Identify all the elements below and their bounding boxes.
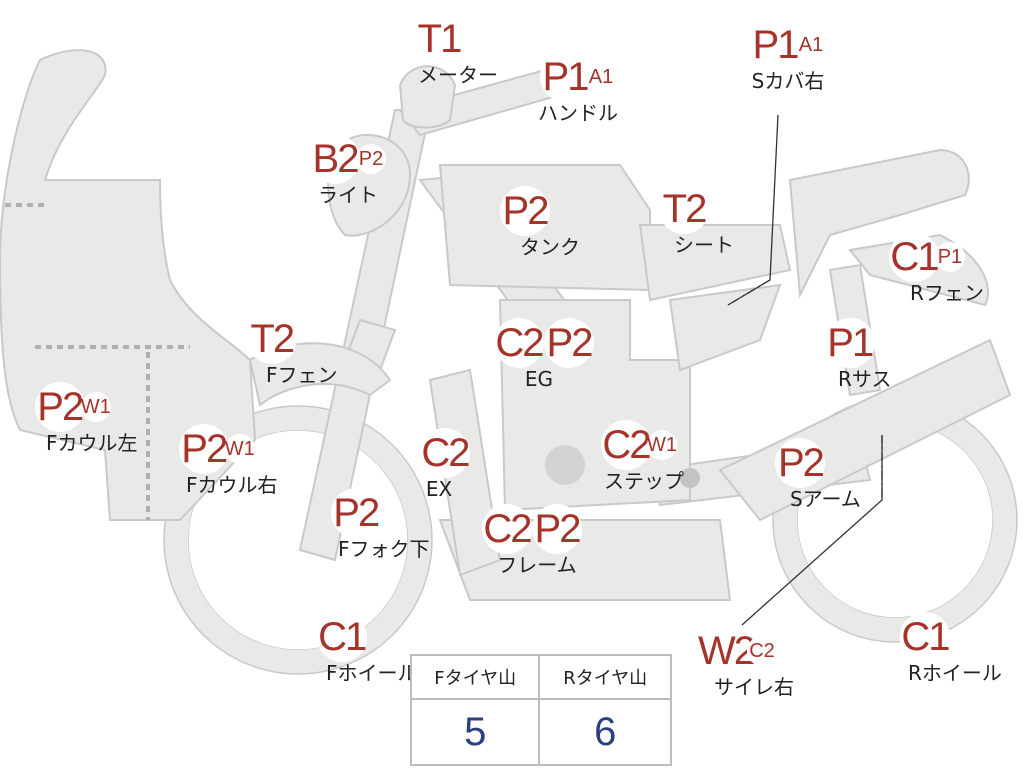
rear-tire-value: 6: [538, 698, 672, 766]
part-rear-fender[interactable]: C1 P1 Rフェン: [870, 232, 984, 304]
damage-subcode: W1: [80, 392, 111, 422]
part-name: メーター: [418, 63, 498, 87]
part-meter[interactable]: T1 メーター: [380, 14, 498, 86]
part-front-wheel[interactable]: C1 Fホイール: [266, 612, 418, 684]
part-tank[interactable]: P2 タンク: [470, 186, 580, 258]
damage-code: B2: [310, 134, 360, 184]
part-name: Fフェン: [266, 363, 338, 387]
damage-code: P2: [500, 186, 550, 236]
damage-code: C1: [899, 612, 951, 662]
damage-subcode: C2: [747, 636, 777, 666]
meter-shape: [398, 65, 457, 129]
part-front-cowl-right[interactable]: P2 W1 Fカウル右: [156, 424, 278, 496]
part-handle[interactable]: P1 A1 ハンドル: [538, 52, 618, 124]
damage-code: C2: [420, 428, 471, 478]
part-step[interactable]: C2 W1 ステップ: [594, 420, 684, 492]
part-rear-wheel[interactable]: C1 Rホイール: [848, 612, 1002, 684]
damage-code: P1: [540, 52, 590, 102]
damage-code-2: P2: [544, 318, 594, 368]
part-silencer-right[interactable]: W2 C2 サイレ右: [684, 626, 794, 698]
part-name: タンク: [520, 235, 580, 259]
part-light[interactable]: B2 P2 ライト: [310, 134, 386, 206]
rear-tire-label: Rタイヤ山: [538, 654, 672, 700]
damage-code: C2: [601, 420, 652, 470]
damage-code: T2: [246, 314, 297, 364]
part-front-fender[interactable]: T2 Fフェン: [206, 314, 338, 386]
part-name: Sアーム: [790, 487, 861, 511]
seat-front-shape: [638, 224, 792, 302]
part-name: Rホイール: [908, 661, 1002, 685]
seat-rear-shape: [788, 148, 970, 299]
part-name: サイレ右: [714, 675, 794, 699]
damage-code: P2: [178, 424, 229, 474]
damage-subcode: W1: [224, 434, 255, 464]
part-name: Fフォク下: [338, 537, 430, 561]
damage-code: T2: [659, 184, 709, 234]
part-name: Rサス: [838, 367, 892, 391]
damage-code: P1: [750, 20, 800, 70]
part-seat[interactable]: T2 シート: [634, 184, 734, 256]
part-name: Rフェン: [910, 281, 984, 305]
damage-code: C1: [888, 232, 940, 282]
damage-code: T1: [414, 14, 464, 64]
front-wheel-shape: [163, 405, 433, 675]
damage-code: P1: [824, 318, 875, 368]
front-tire-value: 5: [409, 698, 541, 766]
part-name: Fカウル右: [186, 473, 278, 497]
part-name: Fホイール: [326, 661, 418, 685]
part-name: シート: [674, 233, 734, 257]
part-front-fork-lower[interactable]: P2 Fフォク下: [282, 488, 430, 560]
part-side-cover-right[interactable]: P1 A1 Sカバ右: [750, 20, 826, 92]
part-name: EX: [425, 477, 453, 501]
side-cover-shape: [668, 283, 782, 372]
front-tire-label: Fタイヤ山: [409, 654, 541, 700]
damage-code: P2: [34, 382, 85, 432]
damage-code: C1: [316, 612, 367, 662]
part-name: ステップ: [604, 469, 684, 493]
part-front-cowl-left[interactable]: P2 W1 Fカウル左: [8, 382, 138, 454]
damage-subcode: P2: [356, 144, 386, 174]
part-name: ライト: [318, 183, 378, 207]
part-swing-arm[interactable]: P2 Sアーム: [740, 438, 861, 510]
damage-code-2: P2: [532, 504, 582, 554]
damage-code: C2: [482, 504, 533, 554]
part-name: ハンドル: [538, 101, 618, 125]
damage-subcode: W1: [647, 430, 677, 460]
tire-tread-table: Fタイヤ山 Rタイヤ山 5 6: [409, 654, 672, 766]
damage-subcode: A1: [586, 62, 616, 92]
part-exhaust[interactable]: C2 EX: [420, 428, 471, 501]
damage-code: W2: [698, 626, 756, 676]
side-cover-leader-dash: [727, 279, 771, 306]
damage-subcode: A1: [796, 30, 826, 60]
damage-subcode: P1: [934, 242, 965, 272]
part-rear-suspension[interactable]: P1 Rサス: [808, 318, 892, 390]
damage-code: C2: [494, 318, 545, 368]
part-name: Fカウル左: [46, 431, 138, 455]
damage-code: P2: [775, 438, 826, 488]
step-peg: [680, 468, 700, 488]
engine-cover: [545, 445, 585, 485]
part-frame[interactable]: C2 P2 フレーム: [482, 504, 582, 576]
part-name: EG: [524, 367, 554, 391]
part-name: フレーム: [497, 553, 577, 577]
part-name: Sカバ右: [751, 69, 825, 93]
part-engine[interactable]: C2 P2 EG: [494, 318, 594, 390]
damage-code: P2: [330, 488, 381, 538]
